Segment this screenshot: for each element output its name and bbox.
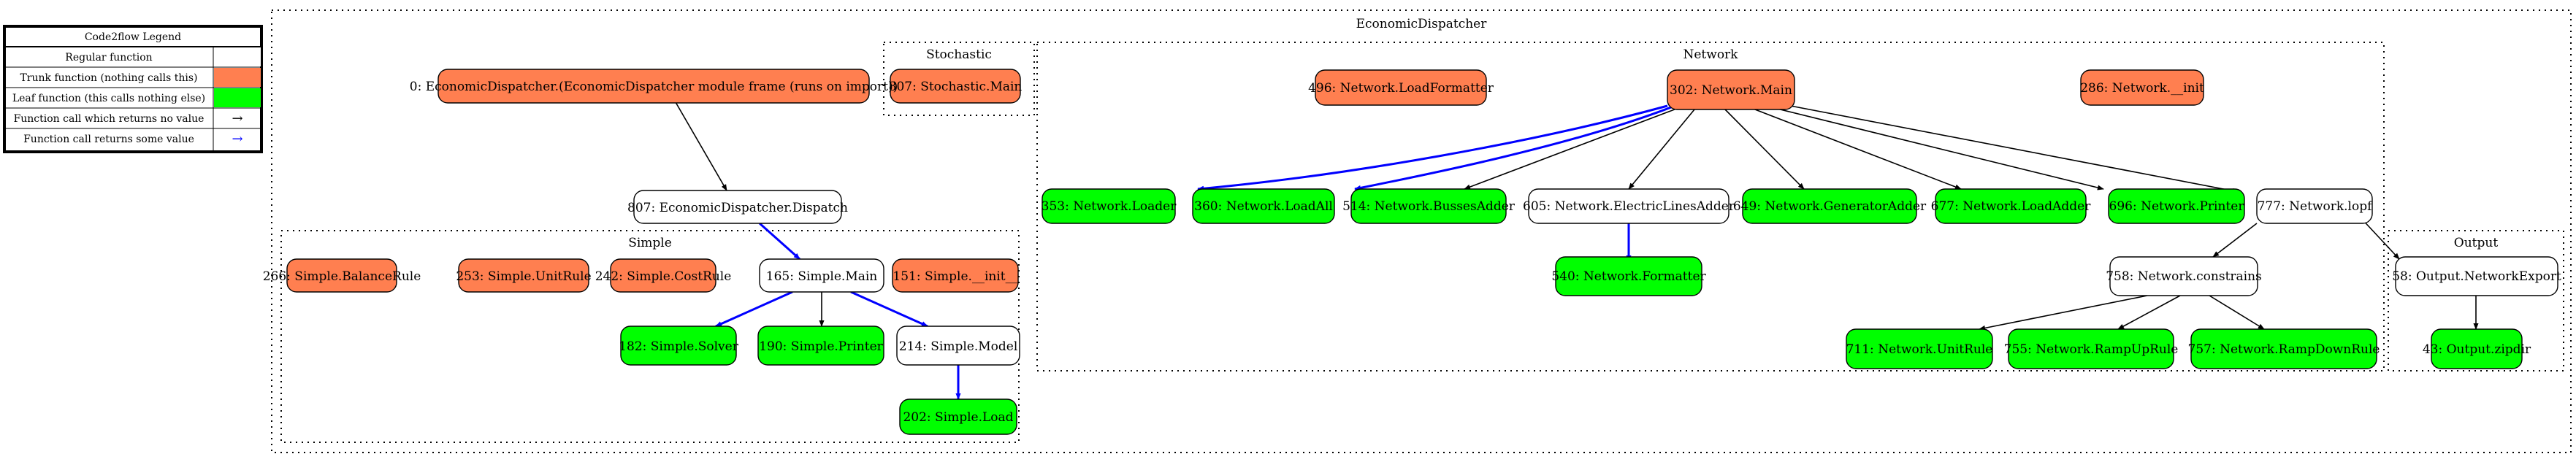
label-simple-main: 165: Simple.Main [766,269,878,284]
label-network-electriclinesadder: 605: Network.ElectricLinesAdder [1523,199,1735,214]
node-network-init[interactable] [2080,69,2204,106]
label-network-loader: 353: Network.Loader [1042,199,1177,214]
node-network-generatoradder[interactable] [1742,188,1917,224]
label-network-loadall: 360: Network.LoadAll [1194,199,1333,214]
edge-netmain-to-loader [1197,104,1668,191]
label-simple-costrule: 242: Simple.CostRule [595,269,732,284]
cluster-output [2388,230,2564,371]
legend-row-leaf-label: Leaf function (this calls nothing else) [12,93,205,104]
node-output-networkexport[interactable] [2395,256,2558,296]
label-ed-dispatch: 807: EconomicDispatcher.Dispatch [627,201,848,215]
legend-row-regular-label: Regular function [65,52,152,63]
label-simple-balancerule: 266: Simple.BalanceRule [263,269,421,284]
edge-netmain-to-elines [1628,109,1695,190]
node-simple-balancerule[interactable] [286,258,397,293]
node-simple-printer[interactable] [757,326,884,366]
label-simple-printer: 190: Simple.Printer [759,339,883,354]
label-simple-unitrule: 253: Simple.UnitRule [456,269,591,284]
legend: Code2flow Legend Regular function Trunk … [3,25,263,153]
legend-leaf-swatch [214,88,261,107]
edge-lopf-to-constrains [2212,223,2258,258]
label-simple-load: 202: Simple.Load [903,410,1013,425]
legend-blue-arrow-icon: → [232,131,242,147]
label-network-loadadder: 677: Network.LoadAdder [1931,199,2092,214]
node-network-bussesadder[interactable] [1350,188,1507,224]
label-output-networkexport: 58: Output.NetworkExport [2392,269,2561,284]
label-output-zipdir: 43: Output.zipdir [2423,342,2531,357]
node-simple-model[interactable] [896,326,1020,366]
label-network-bussesadder: 514: Network.BussesAdder [1342,199,1516,214]
node-network-loadadder[interactable] [1935,188,2087,224]
label-network-init: 286: Network.__init [2080,81,2204,96]
edge-netmain-to-loadadder [1745,105,1962,190]
node-network-rampuprule[interactable] [2008,328,2174,369]
node-stochastic-main[interactable] [890,69,1021,104]
node-ed-module-frame[interactable] [437,69,870,104]
legend-title: Code2flow Legend [85,31,181,43]
edge-netmain-to-printer [1756,103,2104,190]
cluster-label-output: Output [2454,236,2499,250]
label-network-main: 302: Network.Main [1670,83,1792,98]
edge-constrains-to-rampdown [2209,295,2265,330]
label-network-rampuprule: 755: Network.RampUpRule [2004,342,2179,357]
edge-netmain-to-loadall [1354,106,1672,190]
cluster-simple [280,230,1020,443]
legend-row-trunk-label: Trunk function (nothing calls this) [20,72,197,84]
label-network-generatoradder: 649: Network.GeneratorAdder [1733,199,1927,214]
cluster-economicdispatcher [271,9,2572,453]
node-network-rampdownrule[interactable] [2190,328,2377,369]
label-network-lopf: 777: Network.lopf [2258,199,2374,214]
node-network-loader[interactable] [1042,188,1176,224]
cluster-network [1036,42,2385,371]
node-ed-dispatch[interactable] [633,190,842,224]
label-simple-solver: 182: Simple.Solver [619,339,739,354]
cluster-stochastic [883,42,1035,116]
node-network-main[interactable] [1667,69,1795,110]
cluster-label-economicdispatcher: EconomicDispatcher [1356,17,1488,31]
node-simple-main[interactable] [759,258,884,293]
label-ed-module-frame: 0: EconomicDispatcher.(EconomicDispatche… [410,80,898,94]
node-network-formatter[interactable] [1555,256,1702,296]
edge-dispatch-to-simplemain [759,222,800,261]
label-network-constrains: 758: Network.constrains [2106,269,2262,284]
node-simple-costrule[interactable] [610,258,716,293]
edge-netmain-to-lopf [1763,100,2239,194]
cluster-label-network: Network [1683,47,1739,62]
edge-netmain-to-busses [1464,107,1679,190]
node-simple-solver[interactable] [620,326,737,366]
label-simple-init: 151: Simple.__init__ [893,269,1018,284]
node-network-electriclinesadder[interactable] [1528,188,1730,224]
edge-simplemain-to-model [850,290,928,328]
legend-row-value-label: Function call returns some value [23,134,194,145]
legend-trunk-swatch [214,68,261,87]
node-simple-unitrule[interactable] [458,258,589,293]
edge-simplemain-to-solver [715,290,793,328]
node-simple-load[interactable] [899,399,1017,435]
label-network-rampdownrule: 757: Network.RampDownRule [2188,342,2380,357]
node-network-loadformatter[interactable] [1315,69,1487,106]
edge-edframe-to-dispatch [675,101,727,191]
cluster-label-simple: Simple [628,236,672,250]
label-network-printer: 696: Network.Printer [2109,199,2245,214]
edge-constrains-to-unitrule [1979,295,2148,331]
node-network-unitrule[interactable] [1846,328,1993,369]
label-network-loadformatter: 496: Network.LoadFormatter [1308,81,1494,96]
node-network-printer[interactable] [2108,188,2245,224]
label-simple-model: 214: Simple.Model [899,339,1018,354]
node-network-constrains[interactable] [2109,256,2258,296]
edge-constrains-to-rampup [2117,295,2181,330]
node-network-loadall[interactable] [1192,188,1335,224]
label-network-formatter: 540: Network.Formatter [1551,269,1706,284]
legend-regular-swatch [214,47,261,66]
node-output-zipdir[interactable] [2431,328,2523,369]
legend-row-novalue-label: Function call which returns no value [14,113,205,125]
label-network-unitrule: 711: Network.UnitRule [1846,342,1993,357]
label-stochastic-main: 807: Stochastic.Main [889,80,1023,94]
node-network-lopf[interactable] [2256,188,2373,224]
cluster-label-stochastic: Stochastic [926,47,992,62]
node-simple-init[interactable] [892,258,1019,293]
legend-black-arrow-icon: → [232,111,242,126]
edge-netmain-to-generator [1724,109,1805,190]
